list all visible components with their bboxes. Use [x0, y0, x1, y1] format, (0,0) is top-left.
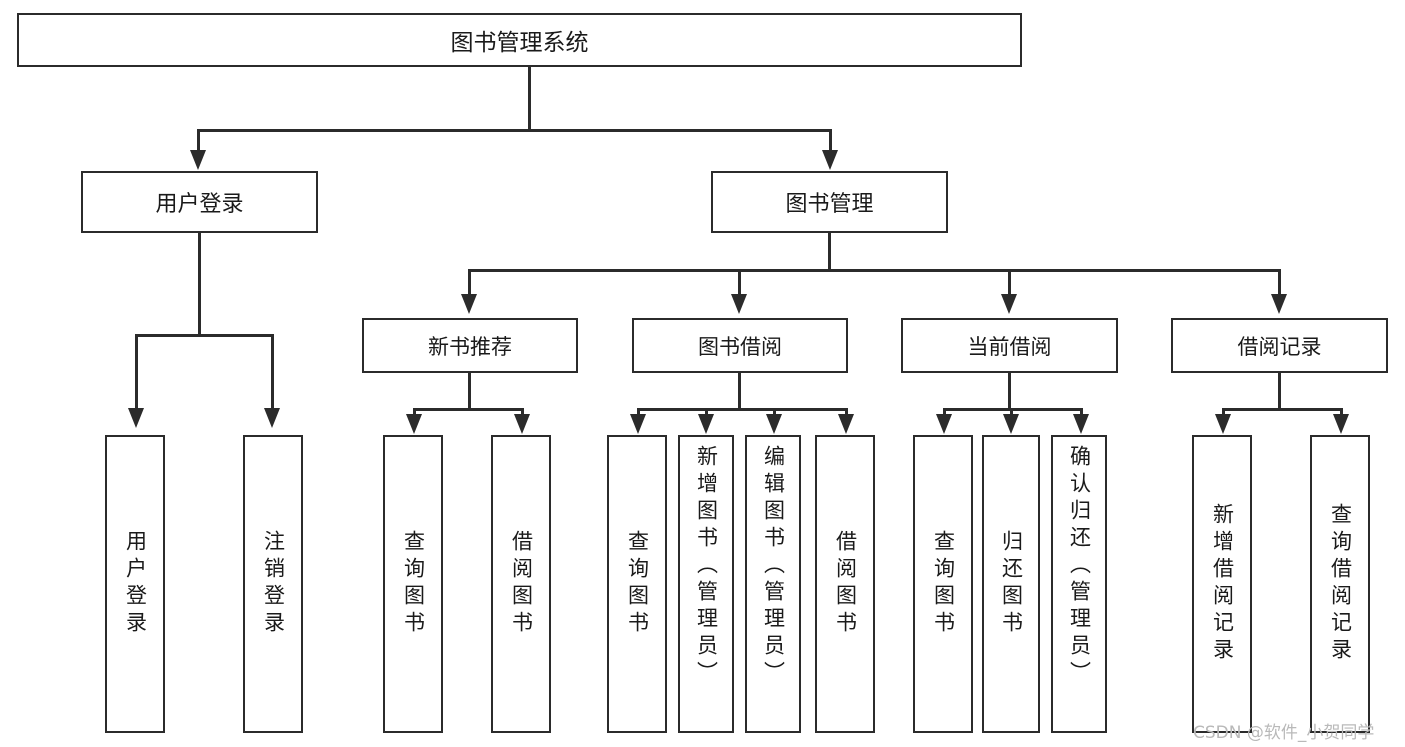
arrow-current-borrow-to-leaf3: [1073, 414, 1089, 434]
leaf-query-book-newrec[interactable]: 查询图书: [383, 435, 443, 733]
leaf-confirm-return-admin[interactable]: 确认归还（管理员）: [1051, 435, 1107, 733]
leaf-label: 归还图书: [999, 530, 1024, 638]
leaf-label: 借阅图书: [833, 530, 858, 638]
arrow-user-login-to-leaf2: [264, 408, 280, 428]
leaf-borrow-book-borrow[interactable]: 借阅图书: [815, 435, 875, 733]
arrow-current-borrow-to-leaf1: [936, 414, 952, 434]
connector-root-bus: [197, 129, 831, 132]
arrow-book-borrow-to-leaf1: [630, 414, 646, 434]
leaf-query-book-borrow[interactable]: 查询图书: [607, 435, 667, 733]
connector-book-manage-to-new-book: [468, 269, 471, 297]
node-book-management[interactable]: 图书管理: [711, 171, 948, 233]
connector-book-manage-to-current: [1008, 269, 1011, 297]
leaf-label: 注销登录: [261, 530, 286, 638]
node-label: 图书借阅: [698, 334, 782, 359]
connector-root-to-book-manage: [829, 129, 832, 156]
node-label: 图书管理: [785, 192, 874, 217]
connector-new-book-to-leaf2: [521, 408, 524, 416]
leaf-logout-login[interactable]: 注销登录: [243, 435, 303, 733]
connector-book-manage-to-record: [1278, 269, 1281, 297]
connector-current-borrow-bus: [943, 408, 1082, 411]
leaf-label: 查询图书: [401, 530, 426, 638]
csdn-watermark: CSDN @软件_小贺同学: [1193, 723, 1375, 743]
connector-user-login-bus: [135, 334, 272, 337]
arrow-borrow-record-to-leaf2: [1333, 414, 1349, 434]
node-label: 新书推荐: [428, 334, 512, 359]
arrow-book-manage-to-current: [1001, 294, 1017, 314]
connector-book-borrow-stem: [738, 373, 741, 410]
arrow-book-borrow-to-leaf2: [698, 414, 714, 434]
leaf-return-book[interactable]: 归还图书: [982, 435, 1040, 733]
node-current-borrow[interactable]: 当前借阅: [901, 318, 1118, 373]
connector-current-borrow-stem: [1008, 373, 1011, 410]
node-label: 借阅记录: [1237, 334, 1322, 359]
leaf-label: 用户登录: [123, 530, 148, 638]
connector-current-borrow-to-leaf3: [1080, 408, 1083, 416]
node-borrow-record[interactable]: 借阅记录: [1171, 318, 1388, 373]
arrow-borrow-record-to-leaf1: [1215, 414, 1231, 434]
connector-new-book-stem: [468, 373, 471, 410]
node-label: 当前借阅: [967, 334, 1052, 359]
node-new-book-recommendation[interactable]: 新书推荐: [362, 318, 578, 373]
node-label: 图书管理系统: [450, 30, 589, 56]
connector-root-to-user-login: [197, 129, 200, 156]
connector-user-login-stem: [198, 233, 201, 335]
connector-book-manage-stem: [828, 233, 831, 271]
leaf-edit-book-admin[interactable]: 编辑图书（管理员）: [745, 435, 801, 733]
connector-user-login-to-leaf2: [271, 334, 274, 412]
connector-current-borrow-to-leaf1: [943, 408, 946, 416]
leaf-label: 查询图书: [625, 530, 650, 638]
arrow-book-manage-to-borrow: [731, 294, 747, 314]
node-label: 用户登录: [155, 192, 244, 217]
connector-current-borrow-to-leaf2: [1010, 408, 1013, 416]
arrow-book-borrow-to-leaf3: [766, 414, 782, 434]
leaf-label: 新增借阅记录: [1210, 503, 1235, 665]
leaf-query-book-current[interactable]: 查询图书: [913, 435, 973, 733]
connector-book-manage-to-borrow: [738, 269, 741, 297]
leaf-label: 新增图书（管理员）: [694, 445, 719, 688]
arrow-root-to-user-login: [190, 150, 206, 170]
connector-user-login-to-leaf1: [135, 334, 138, 412]
connector-book-borrow-to-leaf2: [705, 408, 708, 416]
leaf-label: 查询借阅记录: [1328, 503, 1353, 665]
arrow-user-login-to-leaf1: [128, 408, 144, 428]
connector-book-manage-bus: [468, 269, 1280, 272]
arrow-new-book-to-leaf2: [514, 414, 530, 434]
arrow-book-borrow-to-leaf4: [838, 414, 854, 434]
connector-book-borrow-to-leaf3: [773, 408, 776, 416]
arrow-new-book-to-leaf1: [406, 414, 422, 434]
arrow-book-manage-to-record: [1271, 294, 1287, 314]
connector-book-borrow-to-leaf4: [845, 408, 848, 416]
node-book-borrow[interactable]: 图书借阅: [632, 318, 848, 373]
connector-root-stem: [528, 67, 531, 130]
arrow-book-manage-to-new-book: [461, 294, 477, 314]
connector-book-borrow-to-leaf1: [637, 408, 640, 416]
node-root-book-management-system[interactable]: 图书管理系统: [17, 13, 1022, 67]
connector-borrow-record-stem: [1278, 373, 1281, 410]
leaf-label: 确认归还（管理员）: [1067, 445, 1092, 688]
leaf-user-login[interactable]: 用户登录: [105, 435, 165, 733]
leaf-label: 借阅图书: [509, 530, 534, 638]
connector-borrow-record-to-leaf1: [1222, 408, 1225, 416]
leaf-label: 编辑图书（管理员）: [761, 445, 786, 688]
arrow-root-to-book-manage: [822, 150, 838, 170]
leaf-borrow-book-newrec[interactable]: 借阅图书: [491, 435, 551, 733]
arrow-current-borrow-to-leaf2: [1003, 414, 1019, 434]
connector-new-book-bus: [413, 408, 523, 411]
node-user-login[interactable]: 用户登录: [81, 171, 318, 233]
connector-book-borrow-bus: [637, 408, 847, 411]
leaf-query-borrow-record[interactable]: 查询借阅记录: [1310, 435, 1370, 733]
leaf-add-borrow-record[interactable]: 新增借阅记录: [1192, 435, 1252, 733]
connector-borrow-record-bus: [1222, 408, 1342, 411]
leaf-label: 查询图书: [931, 530, 956, 638]
leaf-add-book-admin[interactable]: 新增图书（管理员）: [678, 435, 734, 733]
connector-borrow-record-to-leaf2: [1340, 408, 1343, 416]
connector-new-book-to-leaf1: [413, 408, 416, 416]
